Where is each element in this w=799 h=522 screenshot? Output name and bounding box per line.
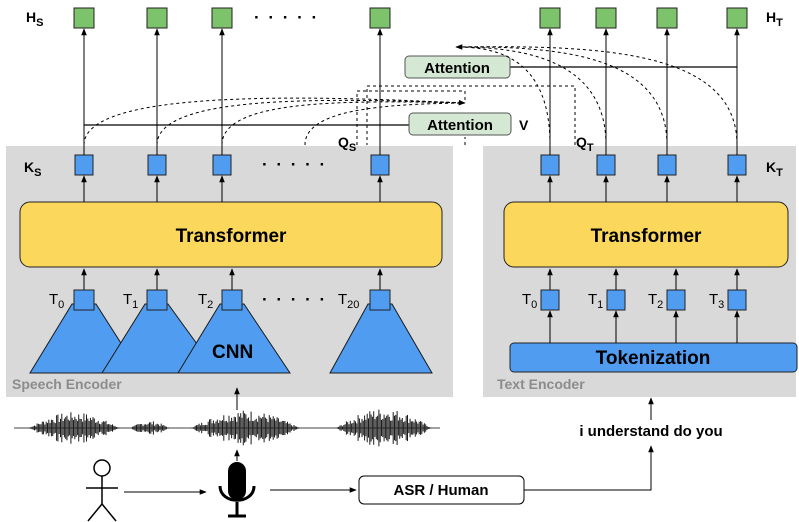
speech-token-label: T2 bbox=[198, 291, 213, 311]
q-s-label: QS bbox=[338, 134, 356, 154]
speech-output-node bbox=[146, 7, 168, 29]
text-output-node bbox=[726, 7, 748, 29]
text-token-arrows bbox=[547, 268, 740, 343]
text-token-node bbox=[606, 289, 626, 311]
speech-transformer bbox=[19, 201, 443, 268]
text-k-arrows bbox=[547, 175, 740, 202]
text-k-node bbox=[657, 154, 677, 176]
text-token-node bbox=[727, 289, 747, 311]
text-token-node bbox=[666, 289, 686, 311]
tokenization-block bbox=[509, 342, 798, 373]
text-transformer bbox=[503, 201, 789, 268]
k-t-label: KT bbox=[766, 159, 783, 179]
speech-token-node bbox=[146, 289, 168, 311]
transcript-text: i understand do you bbox=[579, 423, 722, 440]
microphone-icon bbox=[218, 462, 256, 518]
h-s-label: HS bbox=[26, 9, 43, 29]
text-token-label: T1 bbox=[588, 291, 603, 311]
asr-to-transcript-arrow bbox=[524, 445, 654, 491]
speech-output-node bbox=[369, 7, 391, 29]
speech-output-node bbox=[73, 7, 95, 29]
speech-token-node bbox=[369, 289, 391, 311]
speech-k-node bbox=[370, 154, 390, 176]
speech-token-label: T20 bbox=[338, 291, 359, 311]
text-output-node bbox=[539, 7, 561, 29]
speech-token-label: T0 bbox=[49, 291, 64, 311]
k-s-label: KS bbox=[24, 159, 41, 179]
text-token-label: T0 bbox=[522, 291, 537, 311]
ellipsis: · · · · · bbox=[254, 8, 319, 27]
ellipsis: · · · · · bbox=[262, 290, 327, 309]
speech-k-arrows bbox=[81, 175, 383, 202]
text-token-node bbox=[540, 289, 560, 311]
speech-encoder-label: Speech Encoder bbox=[12, 376, 122, 392]
speech-h-arrows bbox=[81, 28, 383, 155]
attention-bottom-block bbox=[408, 112, 512, 136]
speech-k-node bbox=[74, 154, 94, 176]
text-transformer-label: Transformer bbox=[591, 226, 702, 247]
speech-transformer-label: Transformer bbox=[176, 226, 287, 247]
attention-bottom-label: Attention bbox=[427, 117, 493, 134]
text-token-label: T2 bbox=[648, 291, 663, 311]
speech-output-node bbox=[211, 7, 233, 29]
text-encoder-label: Text Encoder bbox=[497, 376, 585, 392]
h-t-label: HT bbox=[766, 9, 783, 29]
text-output-node bbox=[656, 7, 678, 29]
speech-token-row bbox=[81, 268, 383, 290]
attention-top-label: Attention bbox=[424, 60, 490, 77]
text-output-node bbox=[595, 7, 617, 29]
waveform-icon bbox=[14, 409, 440, 447]
text-k-node bbox=[596, 154, 616, 176]
speech-token-label: T1 bbox=[123, 291, 138, 311]
attention-top-block bbox=[404, 55, 511, 79]
text-k-node bbox=[727, 154, 747, 176]
speech-token-node bbox=[221, 289, 243, 311]
ellipsis: · · · · · bbox=[262, 155, 327, 174]
speech-k-node bbox=[147, 154, 167, 176]
v-label: V bbox=[519, 117, 529, 133]
text-k-node bbox=[540, 154, 560, 176]
speech-token-node bbox=[73, 289, 95, 311]
asr-label: ASR / Human bbox=[393, 482, 488, 499]
text-token-label: T3 bbox=[709, 291, 724, 311]
cnn-label: CNN bbox=[212, 342, 253, 363]
speech-query-curves bbox=[83, 90, 466, 146]
text-query-curves bbox=[366, 44, 738, 146]
speech-k-node bbox=[212, 154, 232, 176]
q-t-label: QT bbox=[576, 134, 594, 154]
tokenization-label: Tokenization bbox=[596, 348, 711, 369]
person-icon bbox=[86, 459, 118, 522]
text-h-arrows bbox=[547, 28, 740, 155]
